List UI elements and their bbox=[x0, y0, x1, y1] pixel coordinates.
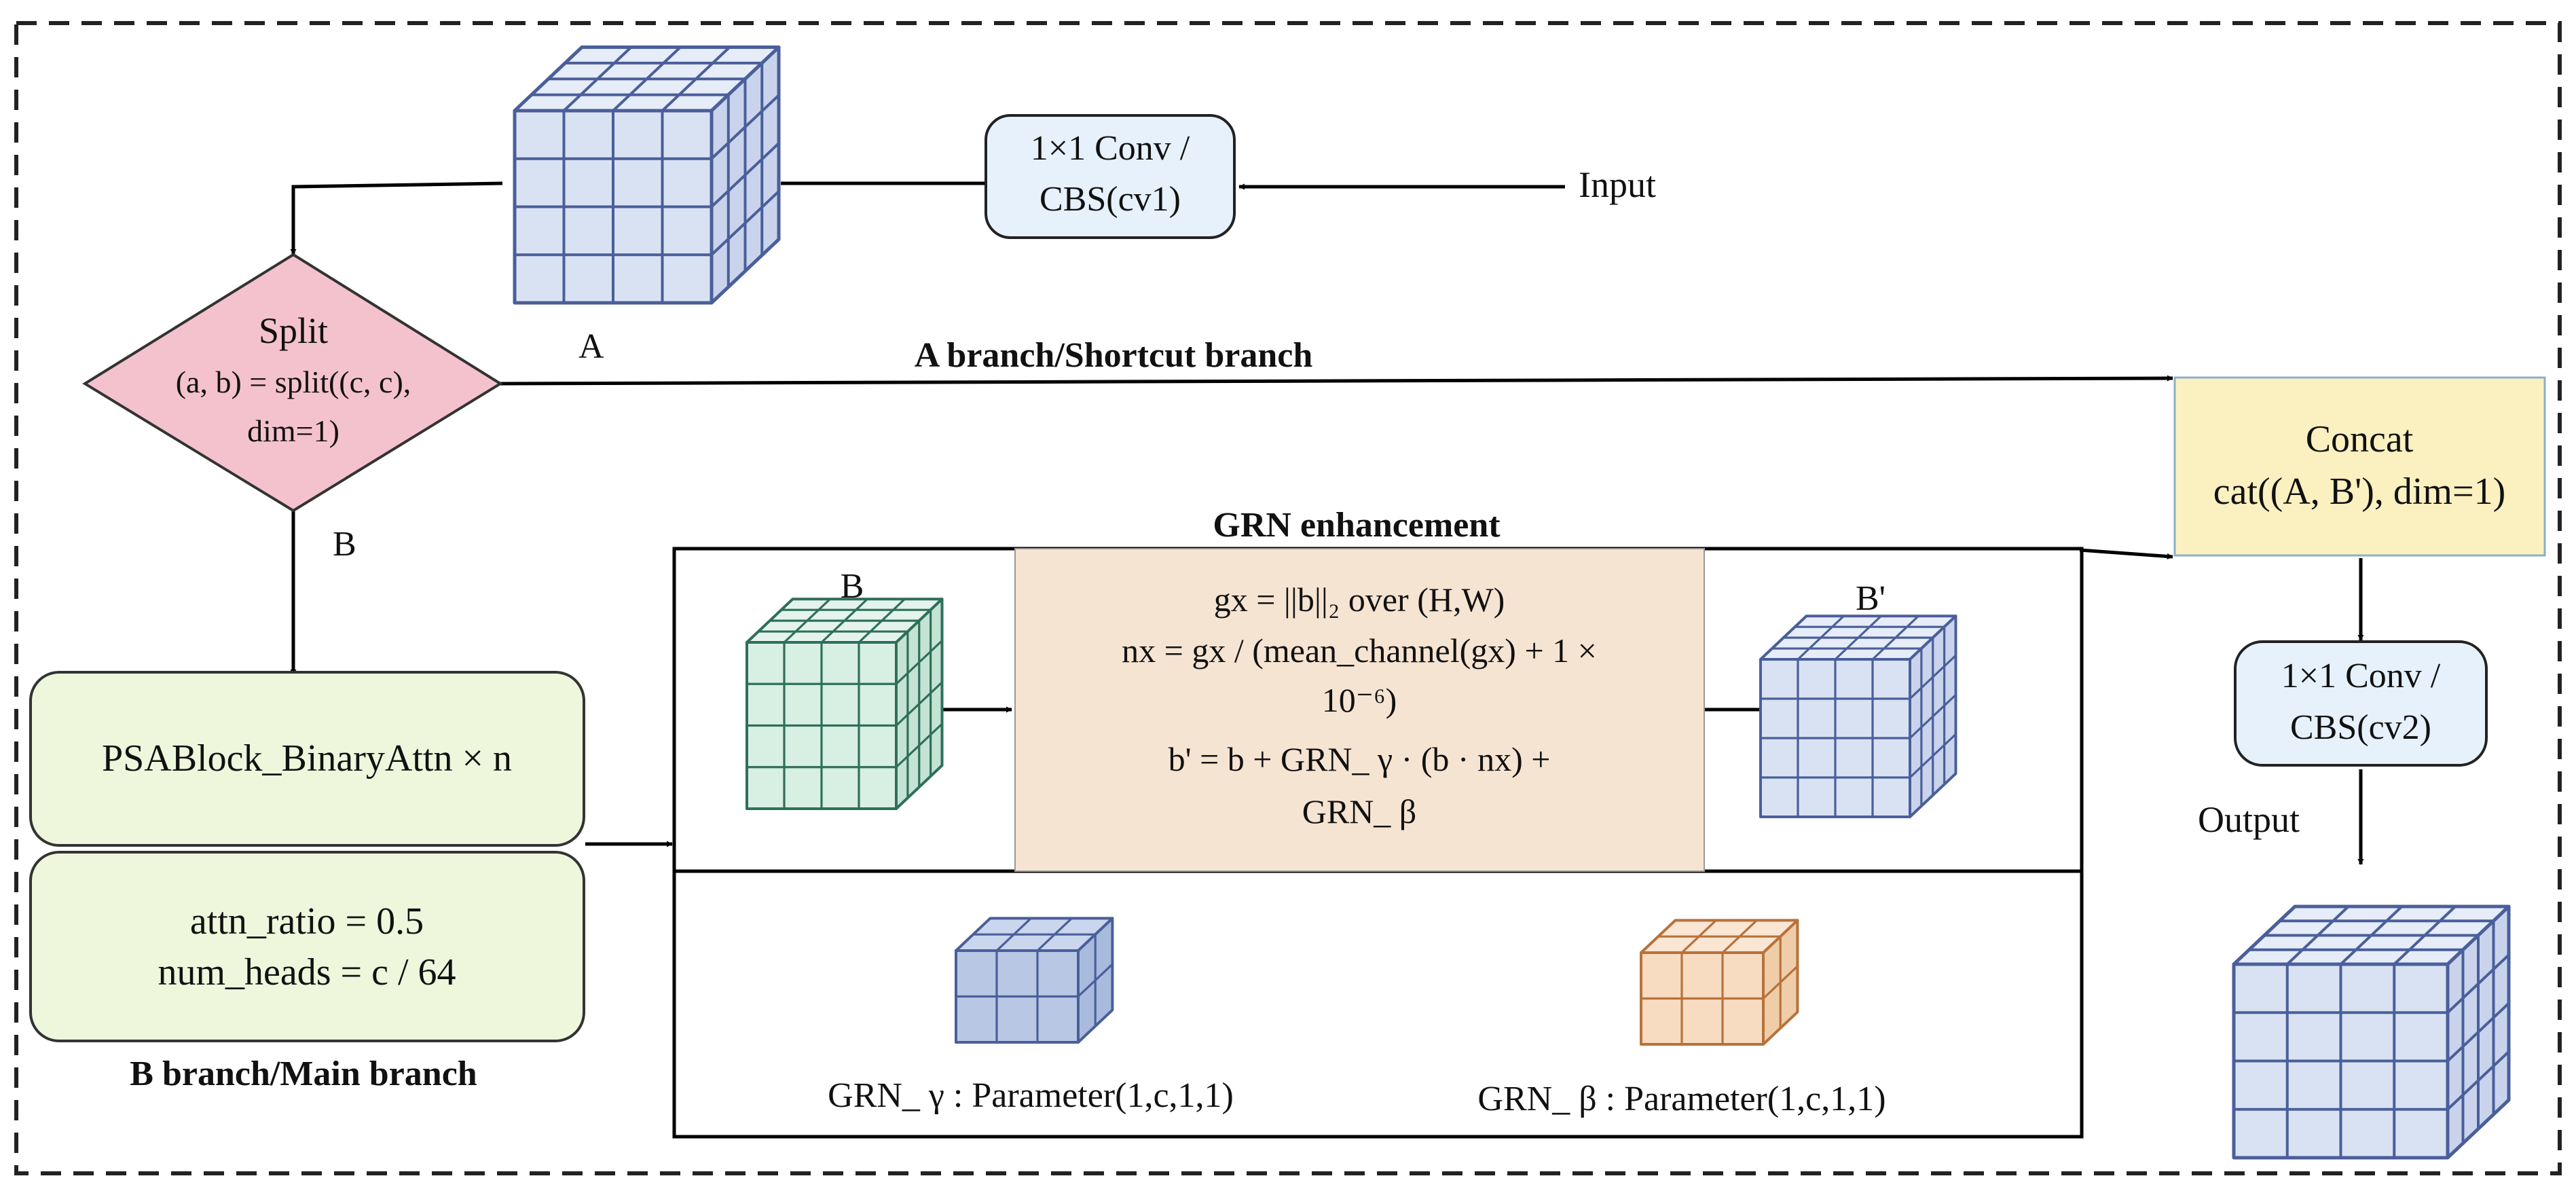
grn-formula-box bbox=[1014, 548, 1705, 872]
cube-b-prime-icon bbox=[1759, 615, 1957, 818]
output-label: Output bbox=[2198, 799, 2300, 840]
split-line2: dim=1) bbox=[247, 414, 339, 448]
cube-a-icon bbox=[513, 45, 781, 305]
psa-block-box bbox=[29, 671, 585, 847]
arrow-grn-to-concat bbox=[2079, 548, 2173, 560]
label-b: B bbox=[333, 525, 356, 564]
psa-params-line1: attn_ratio = 0.5 bbox=[190, 900, 424, 942]
concat-formula: cat((A, B'), dim=1) bbox=[2213, 471, 2505, 513]
cube-gamma-param-icon bbox=[955, 917, 1114, 1044]
grn-title: GRN enhancement bbox=[1213, 506, 1501, 545]
grn-formula-line4: b' = b + GRN_ γ · (b · nx) + bbox=[1169, 740, 1551, 778]
conv-in-line2: CBS(cv1) bbox=[1039, 180, 1181, 219]
conv-out-box bbox=[2234, 640, 2488, 767]
split-diamond bbox=[82, 253, 503, 513]
conv-in-line1: 1×1 Conv / bbox=[1031, 129, 1190, 168]
outer-dashed-frame bbox=[14, 21, 2562, 1175]
a-branch-title: A branch/Shortcut branch bbox=[915, 336, 1313, 375]
b-branch-title: B branch/Main branch bbox=[130, 1055, 477, 1093]
grn-cube-out-label: B' bbox=[1856, 579, 1885, 618]
grn-formula-line5: GRN_ β bbox=[1302, 792, 1417, 830]
psa-params-line2: num_heads = c / 64 bbox=[158, 951, 456, 993]
concat-title: Concat bbox=[2306, 418, 2414, 460]
psa-block-label: PSABlock_BinaryAttn × n bbox=[102, 737, 512, 780]
arrow-split-to-concat-a-branch bbox=[500, 375, 2173, 386]
psa-params-box bbox=[29, 851, 585, 1042]
connectors bbox=[290, 181, 2364, 865]
label-a: A bbox=[578, 327, 604, 366]
arrow-cube-to-split bbox=[290, 181, 503, 255]
split-title: Split bbox=[259, 310, 328, 351]
grn-formula-line2: nx = gx / (mean_channel(gx) + 1 × bbox=[1122, 631, 1597, 670]
input-label: Input bbox=[1579, 164, 1656, 205]
cube-b-icon bbox=[746, 598, 944, 810]
grn-param-beta: GRN_ β : Parameter(1,c,1,1) bbox=[1477, 1080, 1885, 1118]
concat-box bbox=[2173, 376, 2546, 557]
conv-in-box bbox=[985, 114, 1236, 239]
grn-formula-line3: 10⁻⁶) bbox=[1322, 681, 1397, 719]
cube-beta-param-icon bbox=[1640, 919, 1799, 1046]
cube-illustrations bbox=[513, 45, 2511, 1160]
conv-out-line2: CBS(cv2) bbox=[2290, 708, 2431, 747]
cube-output-icon bbox=[2232, 904, 2511, 1160]
grn-param-gamma: GRN_ γ : Parameter(1,c,1,1) bbox=[828, 1076, 1234, 1115]
split-line1: (a, b) = split((c, c), bbox=[176, 365, 411, 399]
grn-formula-line1: gx = ||b||₂ over (H,W) bbox=[1214, 581, 1505, 619]
conv-out-line1: 1×1 Conv / bbox=[2281, 657, 2441, 695]
